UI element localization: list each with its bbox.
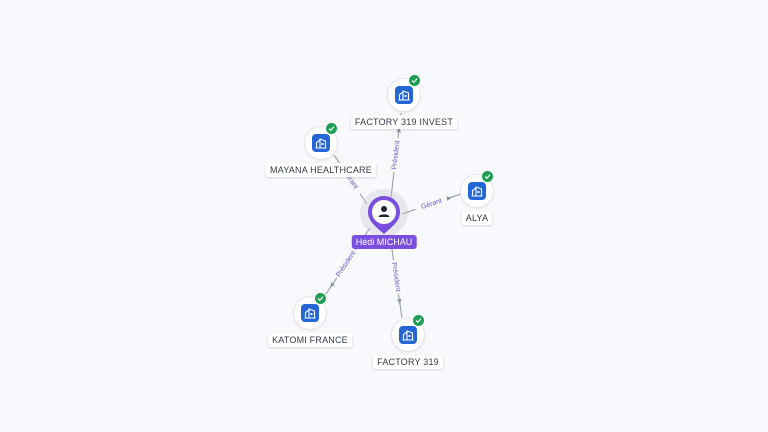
company-label: ALYA <box>461 211 493 225</box>
edge-arrow-icon <box>329 282 335 289</box>
company-label: FACTORY 319 <box>373 355 443 369</box>
edge-label-background <box>389 137 403 173</box>
edge-arrow-icon <box>396 126 401 133</box>
edge-factory-319: Président <box>388 235 404 319</box>
building-icon <box>395 86 413 104</box>
edge-role-label: Président <box>390 262 401 292</box>
verified-check-icon <box>412 314 425 327</box>
building-icon <box>301 304 319 322</box>
verified-check-icon <box>481 170 494 183</box>
company-circle <box>461 170 494 207</box>
verified-check-icon <box>314 292 327 305</box>
edge-alya: Gérant <box>401 193 462 215</box>
company-circle <box>388 74 421 111</box>
company-label: KATOMI FRANCE <box>268 333 352 347</box>
edge-label-background <box>388 259 404 295</box>
person-icon <box>368 196 400 234</box>
company-circle <box>392 314 425 351</box>
verified-check-icon <box>325 122 338 135</box>
verified-check-icon <box>408 74 421 87</box>
person-name-label: Hédi MICHAU <box>351 235 417 249</box>
company-circle <box>305 122 338 159</box>
edge-arrow-icon <box>446 196 453 201</box>
edge-label-background <box>413 193 450 215</box>
edge-label-background <box>332 247 360 281</box>
company-label: FACTORY 319 INVEST <box>350 115 458 129</box>
building-icon <box>399 326 417 344</box>
edge-arrow-icon <box>397 298 402 305</box>
company-label: MAYANA HEALTHCARE <box>266 163 376 177</box>
company-circle <box>294 292 327 329</box>
edge-role-label: Président <box>335 250 357 279</box>
building-icon <box>468 182 486 200</box>
building-icon <box>312 134 330 152</box>
edge-role-label: Président <box>391 140 401 170</box>
